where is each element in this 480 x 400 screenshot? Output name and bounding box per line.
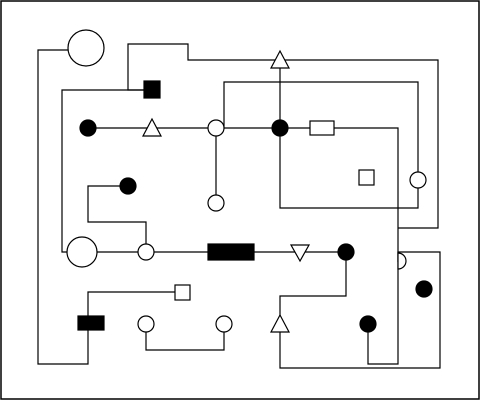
filled-circle-row1-junction [271,119,289,137]
filled-circle-row1-left [79,119,97,137]
wire-lower-left [87,291,182,324]
open-square-right-box [358,169,375,186]
wire-row2-drop [279,252,347,324]
wire-left-outer-loop [37,49,89,365]
open-circle-row1-junction [207,119,225,137]
large-open-circle-top [67,29,105,67]
open-circle-bottom-a [137,315,155,333]
large-open-circle-left [66,236,98,268]
filled-circle-row2-right [337,243,355,261]
filled-circle-bottom-right [359,315,377,333]
wire-mid-left-hook [87,185,147,252]
open-triangle-bottom [270,313,290,333]
filled-rectangle-lower-left [77,315,105,331]
open-rectangle-row1 [309,120,335,136]
open-circle-bottom-b [215,315,233,333]
wires [37,43,441,369]
symbols [66,29,433,333]
wire-row1 [88,127,399,365]
open-square-lower [174,284,191,301]
open-triangle-top [270,49,290,69]
filled-square-upper-left [143,80,161,99]
open-triangle-row1 [142,117,162,137]
open-half-circle-right [397,252,407,270]
open-circle-stub [207,194,225,212]
filled-circle-mid-left [119,177,137,195]
open-circle-right-loop [409,171,427,189]
open-triangle-down-row2 [289,244,311,263]
wire-top-right-loop [280,59,439,229]
wire-bottom-u [145,324,225,351]
filled-rectangle-row2 [207,243,255,261]
filled-circle-far-right [415,280,433,298]
wire-right-box [279,128,419,209]
open-circle-row2 [137,243,155,261]
